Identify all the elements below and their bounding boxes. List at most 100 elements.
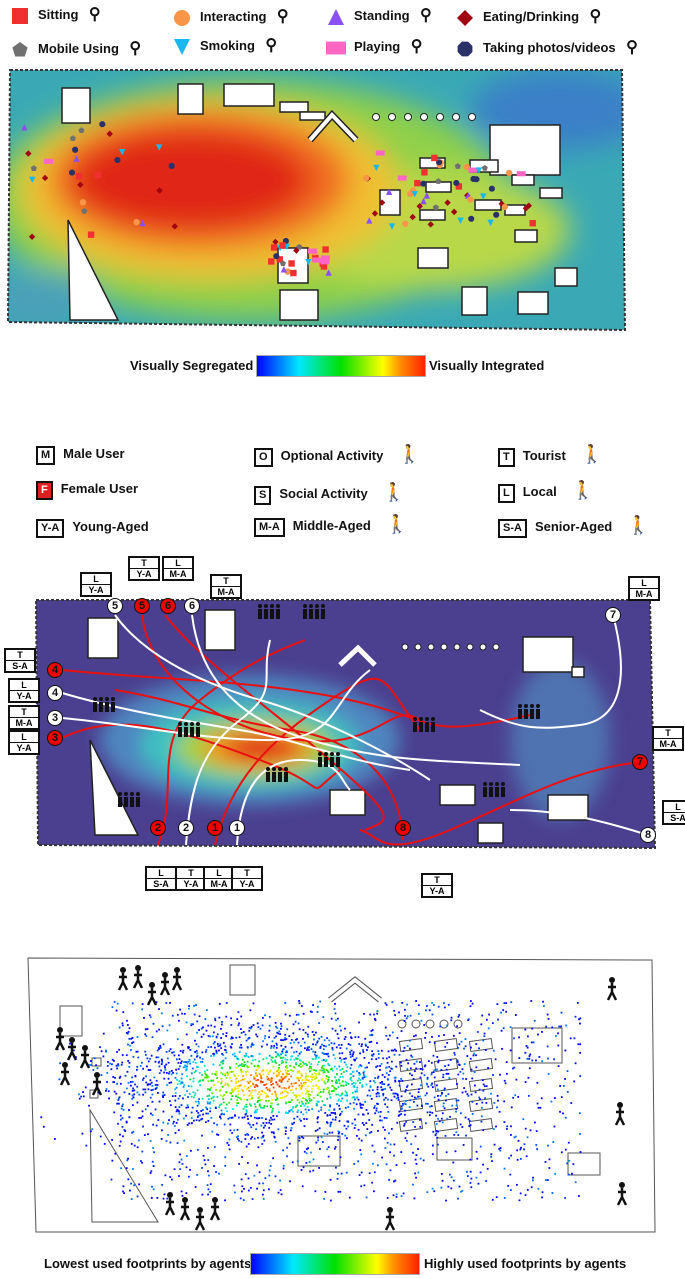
activity-label: Playing — [354, 39, 401, 54]
building — [67, 219, 120, 321]
activity-marker — [87, 231, 95, 238]
activity-marker — [480, 193, 487, 200]
social-group-icon — [318, 757, 322, 767]
entry-number: 7 — [605, 607, 621, 623]
activity-marker — [69, 169, 75, 176]
walking-agent-icon — [149, 982, 155, 988]
entry-number: 7 — [632, 754, 648, 770]
activity-marker — [453, 180, 460, 186]
social-group-icon — [130, 797, 134, 807]
activity-marker — [268, 258, 275, 265]
entry-number: 6 — [184, 598, 200, 614]
activity-marker — [290, 269, 297, 277]
activity-marker — [407, 190, 414, 198]
social-group-icon — [190, 727, 194, 737]
entry-number: 5 — [107, 598, 123, 614]
social-group-icon — [258, 609, 262, 619]
activity-marker — [388, 223, 396, 230]
user-legend-label: Female User — [60, 481, 139, 496]
person-pictogram-icon: 🚶 — [622, 515, 650, 535]
building — [439, 784, 476, 806]
social-group-icon — [272, 772, 276, 782]
activity-legend-item: Eating/Drinking ⚲ — [455, 6, 601, 28]
social-group-icon — [419, 722, 423, 732]
activity-marker — [420, 197, 427, 205]
user-age: M-A — [212, 586, 240, 597]
building — [461, 286, 488, 316]
activity-marker — [171, 223, 178, 230]
activity-label: Standing — [354, 8, 410, 23]
activity-marker — [273, 253, 280, 260]
activity-marker — [455, 183, 463, 190]
entry-number: 2 — [178, 820, 194, 836]
activity-marker — [99, 121, 106, 128]
activity-marker — [155, 144, 163, 151]
activity-marker — [522, 205, 530, 212]
activity-marker — [505, 169, 513, 177]
user-age: Y-A — [82, 584, 110, 595]
activity-label: Mobile Using — [38, 41, 119, 56]
entry-number: 8 — [395, 820, 411, 836]
person-pictogram-icon: 🚶 — [393, 444, 421, 464]
activity-marker — [312, 257, 322, 263]
activity-marker — [427, 221, 434, 228]
building — [571, 666, 585, 678]
activity-label: Eating/Drinking — [483, 9, 580, 24]
code-box: S — [254, 486, 272, 505]
activity-marker — [320, 255, 330, 261]
building — [177, 83, 204, 115]
group-interacting-icon: ⚲ — [272, 8, 289, 25]
colorbar-high-label: Visually Integrated — [429, 358, 545, 373]
activity-marker — [378, 199, 386, 206]
walking-agent-icon — [94, 1072, 100, 1078]
female-trajectory — [164, 614, 385, 831]
user-type: L — [158, 868, 164, 878]
social-group-icon — [518, 709, 522, 719]
activity-marker — [385, 188, 393, 195]
activity-marker — [468, 215, 475, 222]
user-legend-label: Middle-Aged — [292, 518, 371, 533]
social-group-icon — [118, 797, 122, 807]
activity-marker — [272, 238, 279, 246]
person-pictogram-icon: 🚶 — [566, 480, 595, 500]
activity-marker — [77, 181, 84, 188]
social-group-icon — [330, 757, 334, 767]
male-trajectory — [61, 669, 371, 742]
code-box: F — [36, 481, 53, 500]
activity-marker — [156, 187, 163, 194]
social-group-icon — [266, 772, 270, 782]
code-box: M — [36, 446, 56, 465]
building — [539, 187, 563, 199]
building-outline — [436, 1137, 473, 1161]
activity-marker — [435, 178, 442, 184]
entry-number: 4 — [47, 662, 63, 678]
code-box: S-A — [498, 519, 527, 538]
user-age: Y-A — [10, 742, 38, 753]
activity-marker — [444, 199, 451, 206]
phone-icon: ⚲ — [124, 40, 142, 57]
activity-marker — [288, 260, 295, 267]
activity-marker — [279, 260, 286, 267]
footprint-colorbar — [250, 1253, 420, 1275]
pentagon-symbol-icon — [12, 41, 28, 57]
activity-marker — [468, 167, 478, 173]
footprint-low-label: Lowest used footprints by agents — [44, 1256, 252, 1271]
user-type: L — [21, 680, 27, 690]
walking-agent-icon — [619, 1182, 625, 1188]
walking-agent-icon — [120, 967, 126, 973]
user-legend-label: Local — [522, 484, 557, 499]
building — [419, 209, 446, 221]
user-type: L — [21, 732, 27, 742]
entry-number: 8 — [640, 827, 656, 843]
building — [489, 124, 561, 176]
